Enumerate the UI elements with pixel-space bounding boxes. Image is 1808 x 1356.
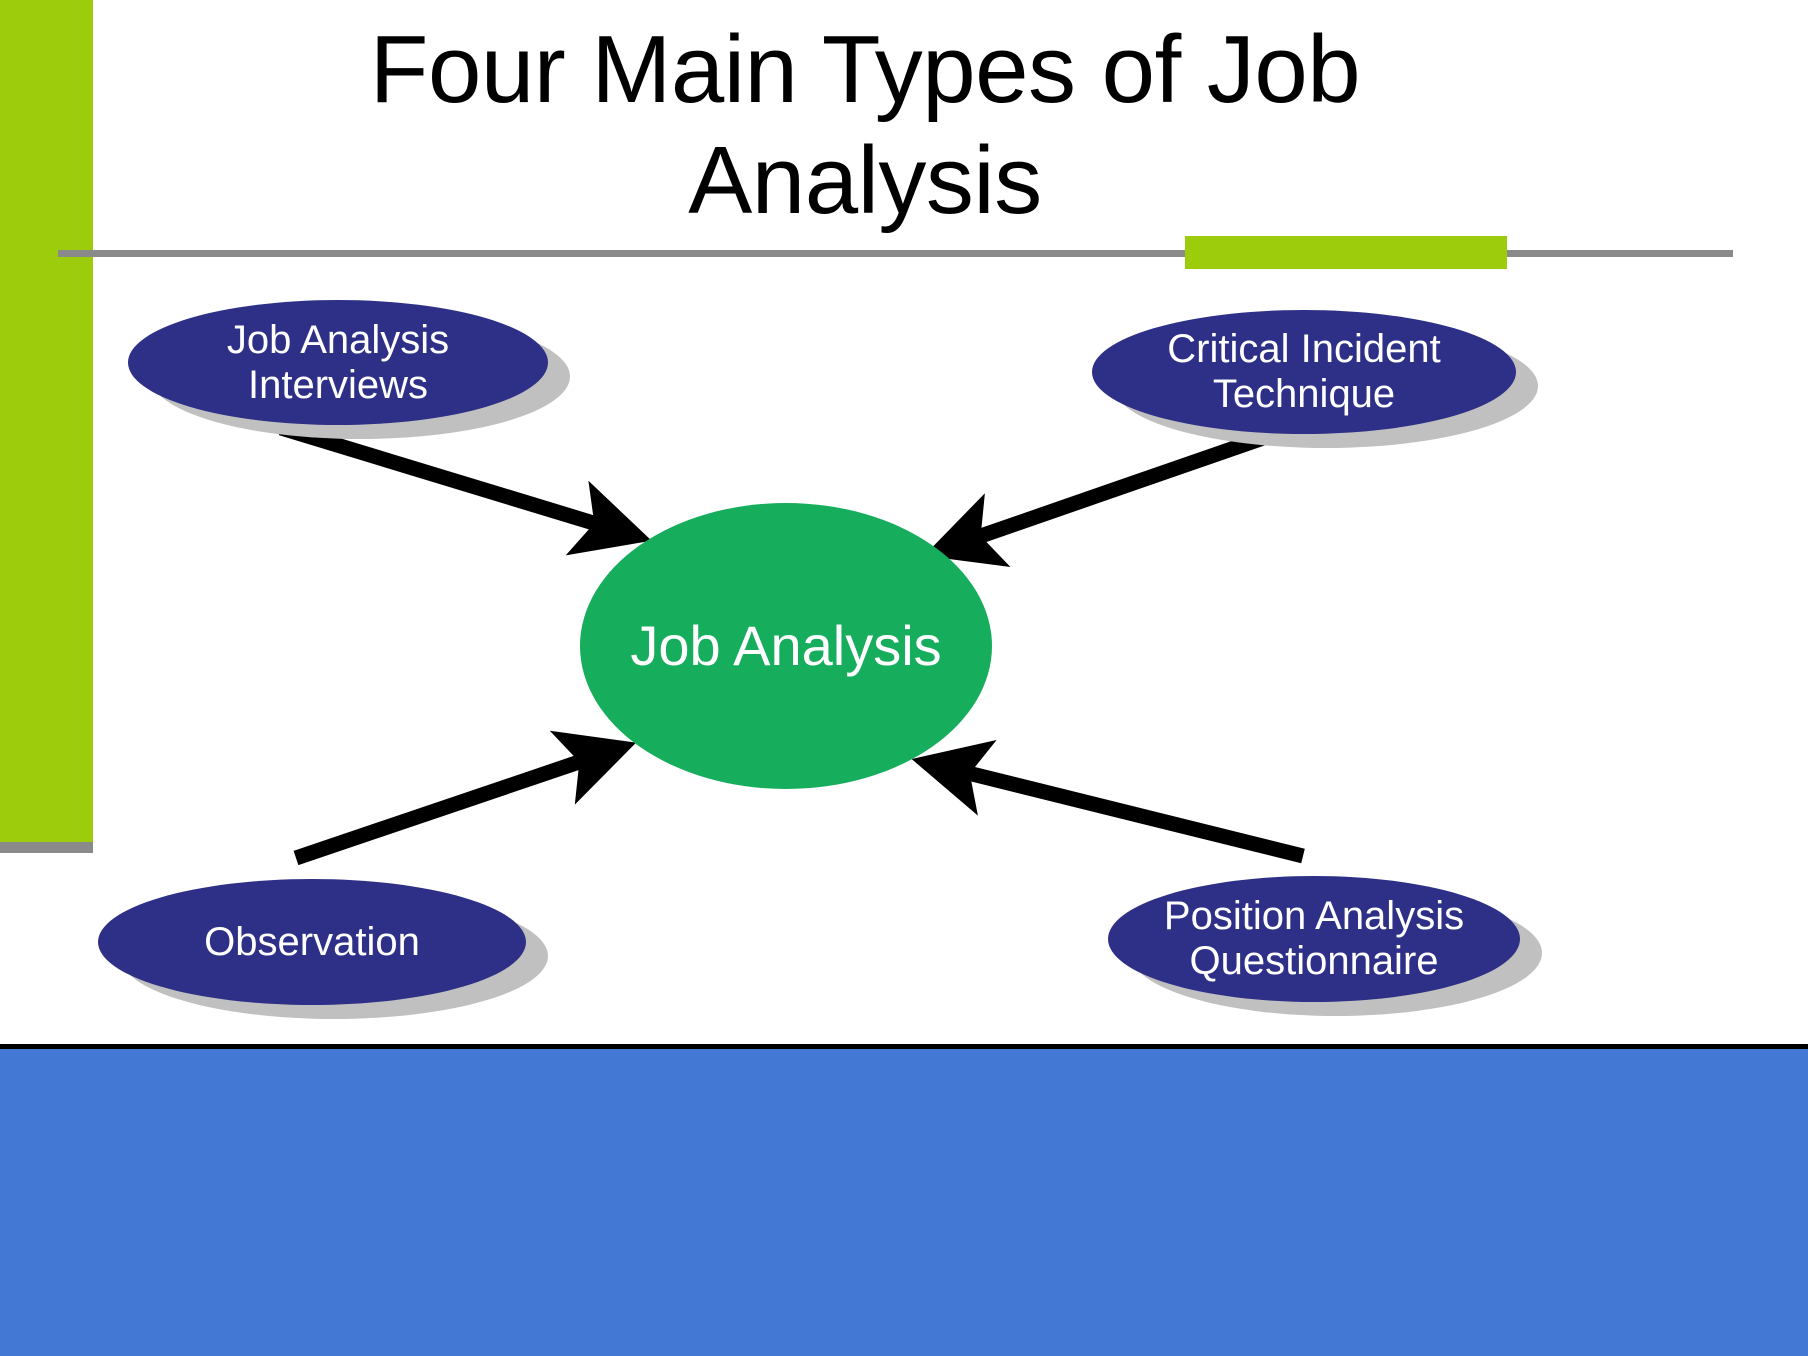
node-position-analysis-questionnaire[interactable]: Position Analysis Questionnaire — [1108, 876, 1520, 1002]
left-green-accent-bar-shadow — [0, 842, 93, 853]
right-green-accent-bar — [1185, 236, 1507, 269]
arrow-observation-to-center — [293, 730, 637, 866]
node-observation[interactable]: Observation — [98, 879, 526, 1005]
node-label-job-analysis-interviews: Job Analysis Interviews — [226, 317, 450, 407]
footer-bar — [0, 1044, 1808, 1356]
page-title: Four Main Types of Job Analysis — [220, 14, 1510, 237]
left-green-accent-bar — [0, 0, 93, 842]
node-job-analysis-center[interactable]: Job Analysis — [580, 503, 992, 789]
node-critical-incident-technique[interactable]: Critical Incident Technique — [1092, 310, 1516, 434]
node-label-critical-incident-technique: Critical Incident Technique — [1167, 327, 1441, 416]
node-job-analysis-interviews[interactable]: Job Analysis Interviews — [128, 300, 548, 425]
node-label-position-analysis-questionnaire: Position Analysis Questionnaire — [1163, 894, 1465, 983]
page-title-line-1: Four Main Types of Job — [369, 16, 1361, 123]
page-title-line-2: Analysis — [688, 127, 1042, 235]
arrow-paq-to-center — [911, 739, 1305, 864]
title-divider-rule — [58, 250, 1733, 257]
node-label-job-analysis-center: Job Analysis — [630, 613, 942, 677]
node-label-observation: Observation — [204, 919, 420, 964]
arrow-critical-incident-to-center — [923, 420, 1295, 567]
arrow-interviews-to-center — [278, 420, 652, 556]
